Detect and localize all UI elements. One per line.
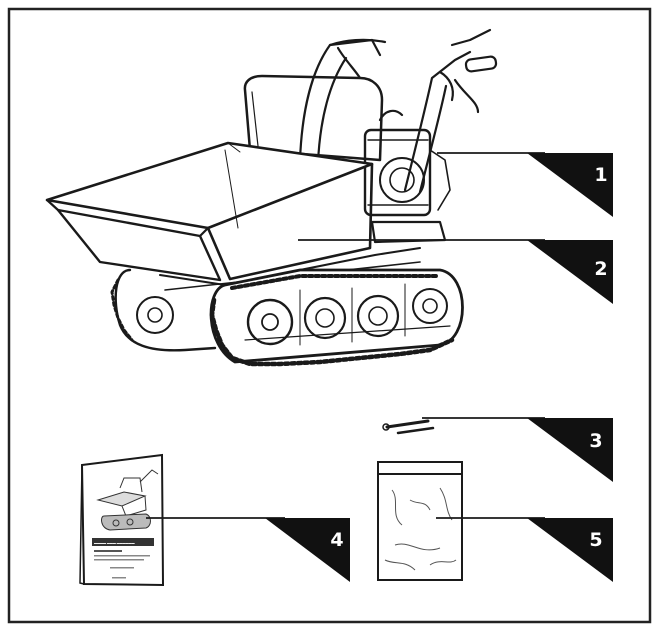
callout-number-2: 2 xyxy=(594,258,607,280)
tracked-dumper-illustration xyxy=(45,28,498,367)
callout-number-1: 1 xyxy=(594,164,607,186)
svg-text:▬▬▬▬ ▬▬▬ ▬▬▬▬▬▬: ▬▬▬▬ ▬▬▬ ▬▬▬▬▬▬ xyxy=(94,541,135,545)
callout-number-5: 5 xyxy=(589,529,602,551)
plastic-bag-icon xyxy=(377,461,463,581)
callout-number-4: 4 xyxy=(330,529,343,551)
callout-number-3: 3 xyxy=(589,430,602,452)
callout-tab-4: 4 xyxy=(265,518,350,582)
callout-tab-1: 1 xyxy=(527,153,613,217)
key-icon xyxy=(382,419,435,435)
callout-tab-3: 3 xyxy=(527,418,613,482)
callout-tab-2: 2 xyxy=(527,240,613,304)
callout-tab-5: 5 xyxy=(527,518,613,582)
leader-lines xyxy=(146,152,545,519)
manual-booklet-icon: ▬▬▬▬ ▬▬▬ ▬▬▬▬▬▬ xyxy=(79,453,165,587)
